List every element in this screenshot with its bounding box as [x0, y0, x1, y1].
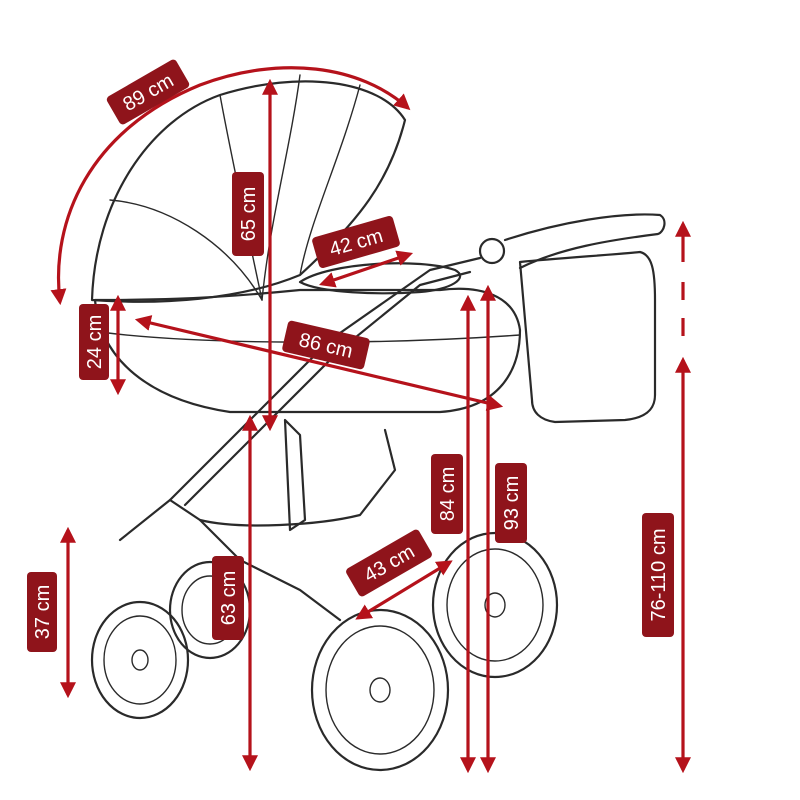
label-frame-width: 43 cm	[346, 529, 432, 597]
stroller-drawing	[90, 74, 666, 772]
svg-text:93 cm: 93 cm	[501, 476, 523, 530]
handlebar	[503, 213, 666, 270]
handle-pivot	[478, 237, 506, 265]
label-canopy-height: 65 cm	[232, 172, 264, 256]
front-wheel-left	[310, 608, 450, 772]
rear-wheel-left	[90, 600, 190, 720]
svg-text:63 cm: 63 cm	[218, 571, 240, 625]
label-handle-height: 76-110 cm	[642, 513, 674, 637]
carrycot-length-arrow	[134, 315, 504, 411]
front-wheel-right	[431, 531, 559, 679]
dimension-labels: 89 cm 65 cm 42 cm 24 cm 86 cm 37 cm 63 c…	[27, 59, 674, 652]
frame-width-arrow	[355, 560, 453, 620]
svg-text:84 cm: 84 cm	[437, 467, 459, 521]
svg-text:65 cm: 65 cm	[238, 187, 260, 241]
label-seat-height: 63 cm	[212, 556, 244, 640]
label-carrycot-depth: 24 cm	[79, 304, 109, 380]
canopy-arc-arrow	[50, 66, 411, 306]
svg-text:76-110 cm: 76-110 cm	[648, 528, 670, 621]
label-height-93: 93 cm	[495, 463, 527, 543]
label-wheel-height: 37 cm	[27, 572, 57, 652]
label-canopy-arc: 89 cm	[106, 59, 190, 125]
dimension-lines	[50, 66, 691, 774]
label-height-84: 84 cm	[431, 454, 463, 534]
changing-bag	[518, 250, 657, 424]
svg-text:24 cm: 24 cm	[84, 315, 106, 369]
carrycot-width-arrow	[318, 250, 414, 288]
svg-text:37 cm: 37 cm	[32, 585, 54, 639]
